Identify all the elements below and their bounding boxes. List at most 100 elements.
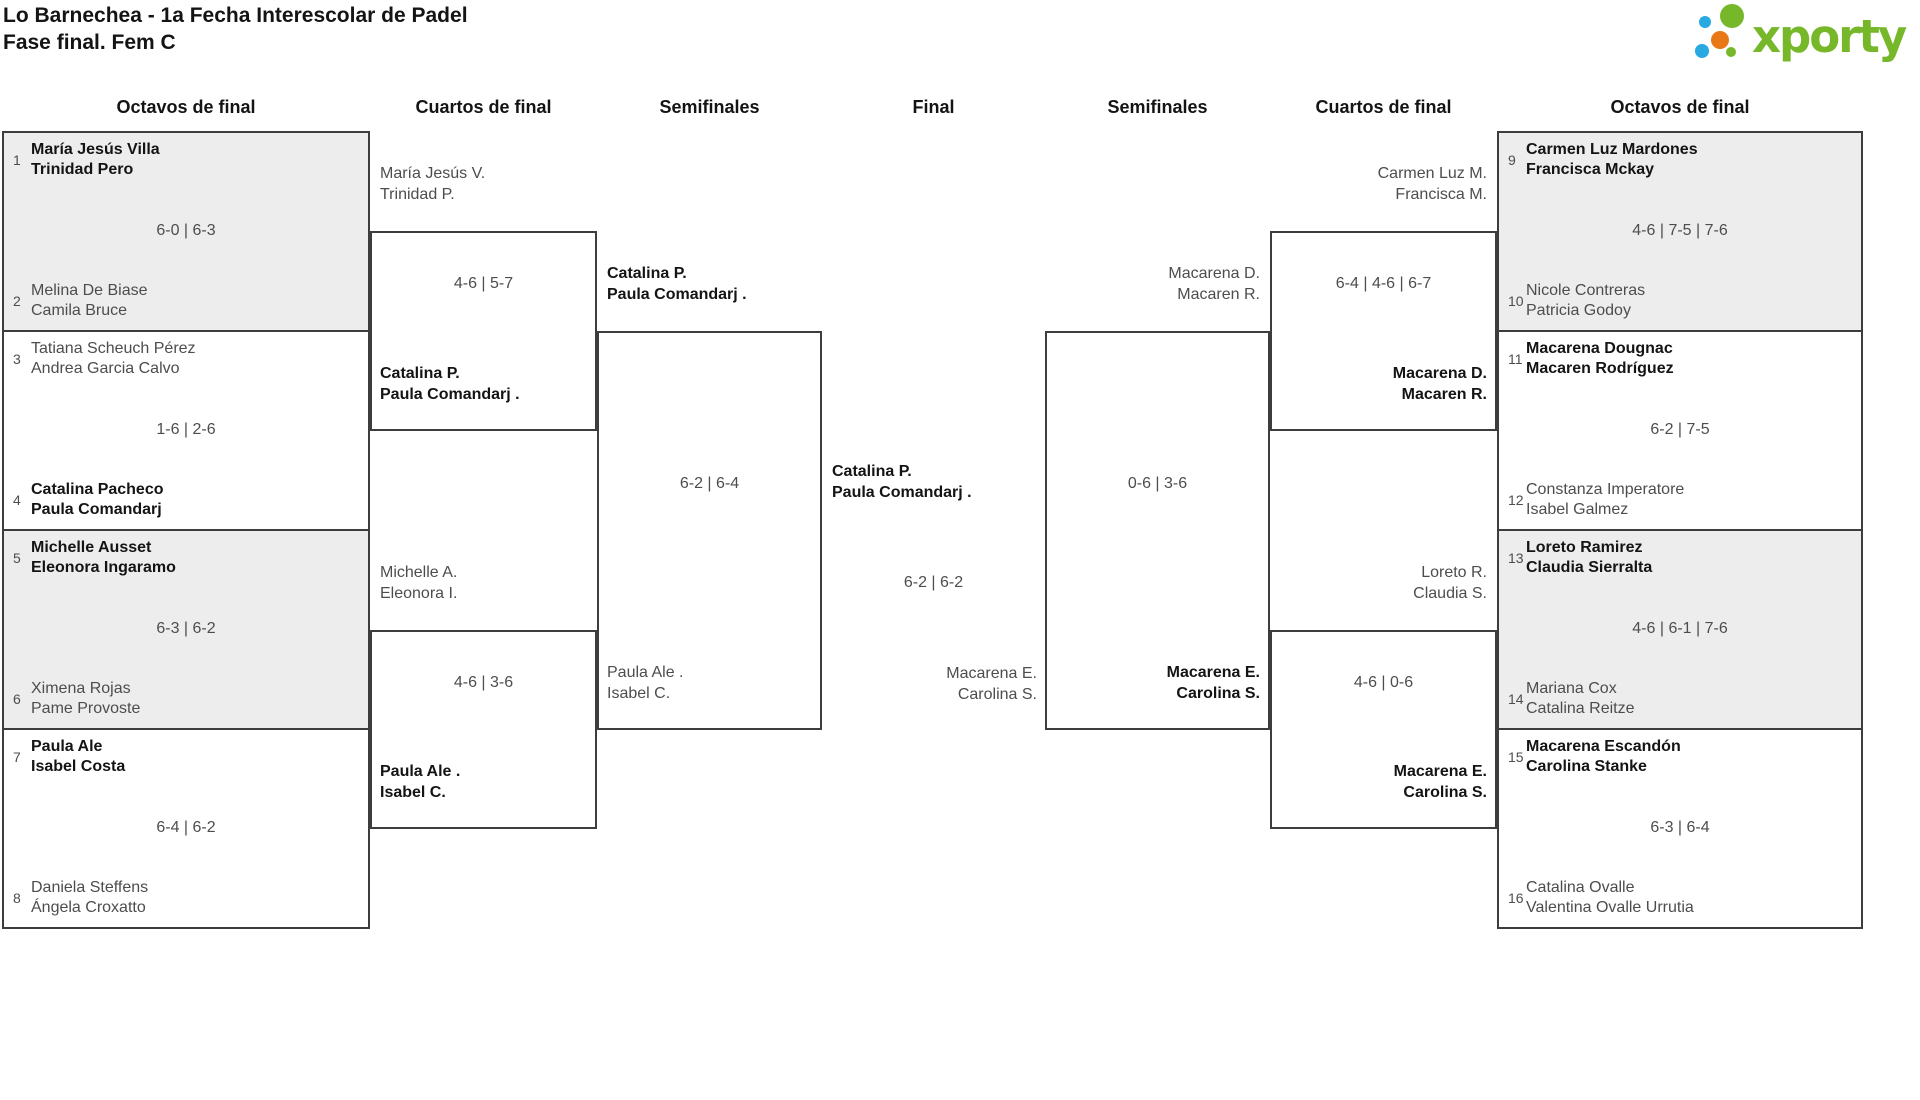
team-name: Paula Ale .Isabel C.	[380, 763, 461, 801]
match-score: 6-3 | 6-2	[156, 619, 216, 637]
match-score: 6-2 | 7-5	[1650, 420, 1710, 438]
team-name: Macarena E.Carolina S.	[1166, 664, 1260, 702]
match-score: 6-3 | 6-4	[1650, 818, 1710, 836]
match-score: 4-6 | 5-7	[453, 275, 514, 292]
match-score: 4-6 | 6-1 | 7-6	[1632, 619, 1728, 637]
team-name: Paula Ale .Isabel C.	[607, 664, 684, 702]
logo-dot-icon	[1699, 16, 1711, 28]
seed-number: 14	[1508, 691, 1524, 707]
qf3-bracket-lines	[1270, 231, 1497, 431]
round-header: Cuartos de final	[1315, 97, 1452, 117]
final-runnerup-name: Macarena E.Carolina S.	[946, 665, 1037, 703]
round-header: Semifinales	[659, 97, 760, 117]
match-score: 6-4 | 4-6 | 6-7	[1335, 275, 1432, 292]
round-header: Final	[912, 97, 955, 117]
seed-number: 8	[13, 890, 21, 906]
final-score: 6-2 | 6-2	[903, 574, 964, 591]
seed-number: 5	[13, 550, 21, 566]
logo-wordmark: xporty	[1752, 10, 1907, 63]
match-score: 0-6 | 3-6	[1127, 475, 1188, 492]
round-header: Semifinales	[1107, 97, 1208, 117]
match-score: 4-6 | 3-6	[453, 674, 514, 691]
seed-number: 12	[1508, 492, 1524, 508]
round-header: Octavos de final	[116, 97, 256, 117]
seed-number: 16	[1508, 890, 1524, 906]
seed-number: 2	[13, 293, 21, 309]
round-header: Octavos de final	[1610, 97, 1750, 117]
seed-number: 7	[13, 749, 21, 765]
match-score: 4-6 | 0-6	[1353, 674, 1414, 691]
team-name: Catalina P.Paula Comandarj .	[607, 265, 747, 303]
team-name: Catalina P.Paula Comandarj .	[380, 365, 520, 403]
page-title-line2: Fase final. Fem C	[3, 31, 176, 54]
qf2-bracket-lines	[370, 630, 597, 829]
seed-number: 10	[1508, 293, 1524, 309]
team-name: Michelle A.Eleonora I.	[380, 564, 458, 602]
sf2-bracket-lines	[1045, 331, 1270, 730]
seed-number: 13	[1508, 550, 1524, 566]
match-score: 6-4 | 6-2	[156, 818, 216, 836]
match-score: 6-0 | 6-3	[156, 221, 216, 239]
team-name: María Jesús V.Trinidad P.	[380, 165, 486, 203]
team-name: Carmen Luz M.Francisca M.	[1377, 165, 1487, 203]
team-name: Macarena D.Macaren R.	[1392, 365, 1487, 403]
seed-number: 3	[13, 351, 21, 367]
match-score: 1-6 | 2-6	[156, 420, 216, 438]
seed-number: 11	[1508, 351, 1523, 367]
logo-dot-icon	[1726, 47, 1736, 57]
final-winner-name: Catalina P.Paula Comandarj .	[832, 463, 972, 501]
team-name: Macarena D.Macaren R.	[1168, 265, 1260, 303]
seed-number: 1	[13, 152, 21, 168]
page-title-line1: Lo Barnechea - 1a Fecha Interescolar de …	[3, 4, 468, 27]
logo-dot-icon	[1695, 44, 1709, 58]
match-score: 6-2 | 6-4	[679, 475, 740, 492]
qf1-bracket-lines	[370, 231, 597, 431]
seed-number: 9	[1508, 152, 1516, 168]
team-name: Macarena E.Carolina S.	[1393, 763, 1487, 801]
logo-dot-icon	[1711, 31, 1729, 49]
page-title: Lo Barnechea - 1a Fecha Interescolar de …	[3, 2, 468, 56]
seed-number: 15	[1508, 749, 1524, 765]
team-name: Loreto R.Claudia S.	[1413, 564, 1487, 602]
match-score: 4-6 | 7-5 | 7-6	[1632, 221, 1728, 239]
